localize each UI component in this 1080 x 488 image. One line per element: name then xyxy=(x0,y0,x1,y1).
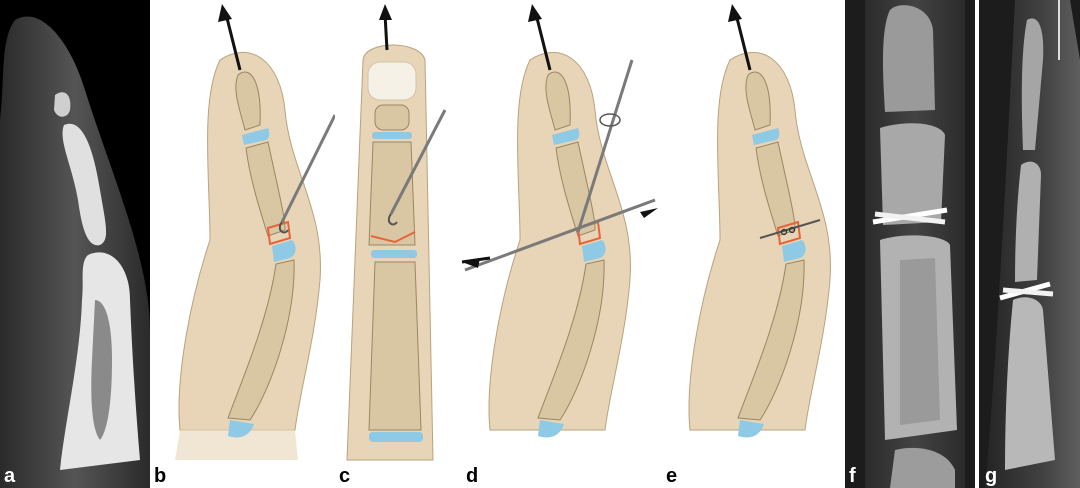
distal-phalanx xyxy=(882,5,935,113)
proximal-phalanx xyxy=(368,261,422,431)
wire-entry-1 xyxy=(780,228,788,236)
fracture-lines xyxy=(370,231,416,244)
arrow-head-icon xyxy=(379,4,392,20)
panel-e-illustration: e xyxy=(660,0,845,488)
panel-c-illustration: c xyxy=(335,0,460,488)
traction-arrow xyxy=(224,13,242,71)
k-wire-2 xyxy=(874,211,946,225)
panel-a-ct-scan: a xyxy=(0,0,150,488)
proximal-phalanx xyxy=(1005,297,1055,470)
proximal-phalanx xyxy=(737,259,805,421)
wire-entry-2 xyxy=(788,226,796,234)
mcp-cartilage xyxy=(369,432,423,442)
hook-instrument xyxy=(280,114,335,223)
pip-cartilage xyxy=(582,240,606,262)
panel-label-g: g xyxy=(985,465,998,487)
metacarpal-head xyxy=(890,447,955,488)
panel-f-radiograph: f xyxy=(845,0,975,488)
distal-phalanx xyxy=(745,71,771,131)
distal-phalanx xyxy=(374,104,410,131)
panel-divider xyxy=(975,0,979,488)
middle-phalanx xyxy=(368,141,416,246)
arrow-head-icon xyxy=(528,4,542,22)
mcp-cartilage xyxy=(738,420,764,438)
hook-tip xyxy=(387,213,398,226)
dip-cartilage xyxy=(552,128,580,145)
middle-phalanx xyxy=(62,123,107,246)
medullary-canal xyxy=(91,300,112,440)
arrow-head-icon xyxy=(728,4,742,22)
traction-arrow xyxy=(534,13,552,71)
arrow-head-icon xyxy=(218,4,232,22)
middle-phalanx xyxy=(245,141,286,237)
dip-cartilage xyxy=(242,128,270,145)
distal-fragment xyxy=(54,92,71,117)
hook-handle-ring xyxy=(599,113,621,127)
distal-phalanx xyxy=(545,71,571,131)
hook-instrument xyxy=(389,109,447,215)
nail xyxy=(367,61,417,101)
panel-label-c: c xyxy=(339,465,351,487)
middle-phalanx xyxy=(880,123,945,225)
proximal-phalanx xyxy=(227,259,295,421)
panel-b-illustration: b xyxy=(150,0,335,488)
pip-cartilage xyxy=(272,240,296,262)
distal-phalanx xyxy=(1021,18,1044,151)
medullary-canal xyxy=(900,258,940,425)
panel-label-b: b xyxy=(154,465,167,487)
counter-arrow-icon xyxy=(640,208,658,218)
finger-base xyxy=(175,424,298,460)
k-wire xyxy=(464,198,656,272)
dip-cartilage xyxy=(752,128,780,145)
k-wire-insert-arrow xyxy=(461,256,491,264)
k-wire-2 xyxy=(1002,287,1054,297)
mcp-cartilage xyxy=(538,420,564,438)
ct-image xyxy=(0,16,150,488)
distal-phalanx xyxy=(235,71,261,131)
dip-cartilage xyxy=(372,132,412,139)
middle-phalanx xyxy=(1015,161,1041,282)
panel-label-a: a xyxy=(4,465,16,487)
hook-instrument xyxy=(576,59,634,233)
pip-cartilage xyxy=(782,240,806,262)
panel-d-illustration: d xyxy=(460,0,660,488)
pip-cartilage xyxy=(371,250,417,258)
panel-label-e: e xyxy=(666,465,678,487)
mcp-cartilage xyxy=(228,420,254,438)
traction-arrow xyxy=(734,13,752,71)
panel-g-radiograph: g xyxy=(975,0,1080,488)
panel-label-d: d xyxy=(466,465,479,487)
hook-tip xyxy=(278,221,289,234)
panel-label-f: f xyxy=(849,465,856,487)
fracture-lines xyxy=(776,220,802,246)
proximal-phalanx xyxy=(537,259,605,421)
